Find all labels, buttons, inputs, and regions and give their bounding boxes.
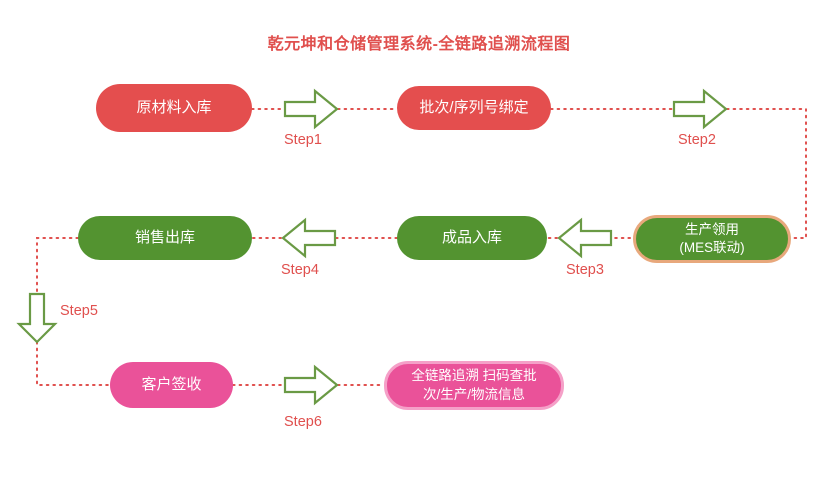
step4-arrow-icon — [281, 217, 337, 259]
node-label: 原材料入库 — [136, 98, 212, 116]
step2-label: Step2 — [678, 132, 716, 148]
step5-label: Step5 — [60, 303, 98, 319]
wire-step5-to-n6 — [36, 341, 111, 386]
node-label-line1: 生产领用 — [685, 221, 739, 237]
page-title: 乾元坤和仓储管理系统-全链路追溯流程图 — [267, 36, 571, 53]
wire-n5-to-step5 — [36, 237, 79, 293]
node-label-line2: 次/生产/物流信息 — [422, 386, 525, 402]
node-full-chain-traceability[interactable]: 全链路追溯 扫码查批 次/生产/物流信息 — [384, 361, 564, 410]
node-label: 客户签收 — [141, 375, 202, 393]
step2-arrow-icon — [672, 88, 728, 130]
step1-label: Step1 — [284, 132, 322, 148]
node-batch-serial-binding[interactable]: 批次/序列号绑定 — [397, 86, 551, 130]
node-production-requisition-mes[interactable]: 生产领用 (MES联动) — [633, 215, 791, 263]
step5-arrow-icon — [16, 292, 58, 344]
node-label: 成品入库 — [441, 228, 502, 246]
step6-label: Step6 — [284, 414, 322, 430]
node-label: 批次/序列号绑定 — [419, 98, 529, 116]
step1-arrow-icon — [283, 88, 339, 130]
node-customer-signoff[interactable]: 客户签收 — [110, 362, 233, 408]
node-label: 销售出库 — [134, 228, 195, 246]
step3-arrow-icon — [557, 217, 613, 259]
node-label-line1: 全链路追溯 扫码查批 — [411, 368, 537, 384]
step6-arrow-icon — [283, 364, 339, 406]
node-label-line2: (MES联动) — [679, 240, 745, 255]
node-finished-goods-inbound[interactable]: 成品入库 — [397, 216, 547, 260]
step3-label: Step3 — [566, 262, 604, 278]
node-sales-outbound[interactable]: 销售出库 — [78, 216, 252, 260]
node-raw-material-inbound[interactable]: 原材料入库 — [96, 84, 252, 132]
step4-label: Step4 — [281, 262, 319, 278]
